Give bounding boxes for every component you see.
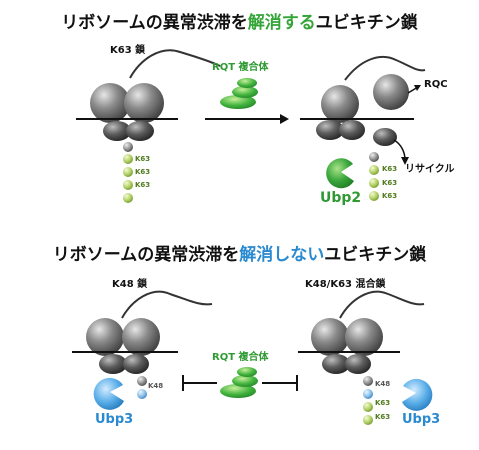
- k63-tag-bottom-right-1: K63: [375, 399, 391, 407]
- ubiquitin-link: [123, 142, 133, 152]
- recycle-label: リサイクル: [405, 164, 455, 175]
- small-subunit-right: [126, 121, 154, 141]
- k63-tag-top-left-2: K63: [135, 168, 151, 176]
- k63-chain-label: K63 鎖: [110, 45, 146, 56]
- ribosome-bottom-left: [72, 290, 213, 399]
- k63-tag-top-right-1: K63: [382, 165, 398, 173]
- k63-tag-top-left-1: K63: [135, 155, 151, 163]
- ubiquitin-k63-3: [123, 180, 133, 190]
- k63-tag-top-right-2: K63: [382, 179, 398, 187]
- ubiquitin-k63-4: [123, 193, 133, 203]
- ribosome-top-left: [76, 49, 221, 203]
- small-subunit-left: [103, 121, 131, 141]
- large-subunit-left: [90, 83, 130, 123]
- mrna-strand-top-left: [129, 49, 221, 79]
- ubp3-label-left: Ubp3: [95, 412, 134, 427]
- rqt-label-top: RQT 複合体: [212, 62, 269, 73]
- rqt-label-bottom: RQT 複合体: [212, 352, 269, 363]
- ubiquitin-k63-1: [123, 154, 133, 164]
- process-arrow: [205, 114, 289, 124]
- ubp2-enzyme: [326, 158, 354, 189]
- large-subunit-right: [124, 83, 164, 123]
- k48-k63-mixed-chain-label: K48/K63 混合鎖: [305, 279, 386, 290]
- rqt-complex-top: [220, 78, 258, 109]
- ribosome-bottom-right: [298, 290, 425, 425]
- bottom-title-post: ユビキチン鎖: [324, 245, 427, 265]
- k48-tag-bottom-right: K48: [375, 380, 391, 388]
- top-title-pre: リボソームの異常渋滞を: [61, 13, 248, 33]
- ribosome-top-right: [300, 55, 426, 201]
- rqt-complex-bottom: [220, 367, 258, 398]
- k63-tag-top-left-3: K63: [135, 181, 151, 189]
- top-title: リボソームの異常渋滞を解消するユビキチン鎖: [0, 8, 479, 33]
- k63-tag-top-right-3: K63: [382, 192, 398, 200]
- inhibition-left: [182, 375, 217, 391]
- inhibition-right: [262, 375, 298, 391]
- bottom-title: リボソームの異常渋滞を解消しないユビキチン鎖: [0, 240, 479, 265]
- ubp3-enzyme-left: [93, 377, 124, 410]
- bottom-title-pre: リボソームの異常渋滞を: [52, 245, 240, 265]
- ubp3-label-right: Ubp3: [402, 412, 441, 427]
- rqc-label: RQC: [424, 79, 448, 90]
- top-title-highlight: 解消する: [247, 13, 316, 33]
- k48-tag-bottom-left: K48: [148, 382, 164, 390]
- ubp3-enzyme-right: [402, 378, 433, 411]
- k63-tag-bottom-right-2: K63: [375, 413, 391, 421]
- top-title-post: ユビキチン鎖: [315, 13, 418, 33]
- ubp2-label: Ubp2: [320, 190, 362, 206]
- bottom-title-highlight: 解消しない: [239, 245, 325, 265]
- ubiquitin-k63-2: [123, 167, 133, 177]
- k48-chain-label: K48 鎖: [112, 279, 148, 290]
